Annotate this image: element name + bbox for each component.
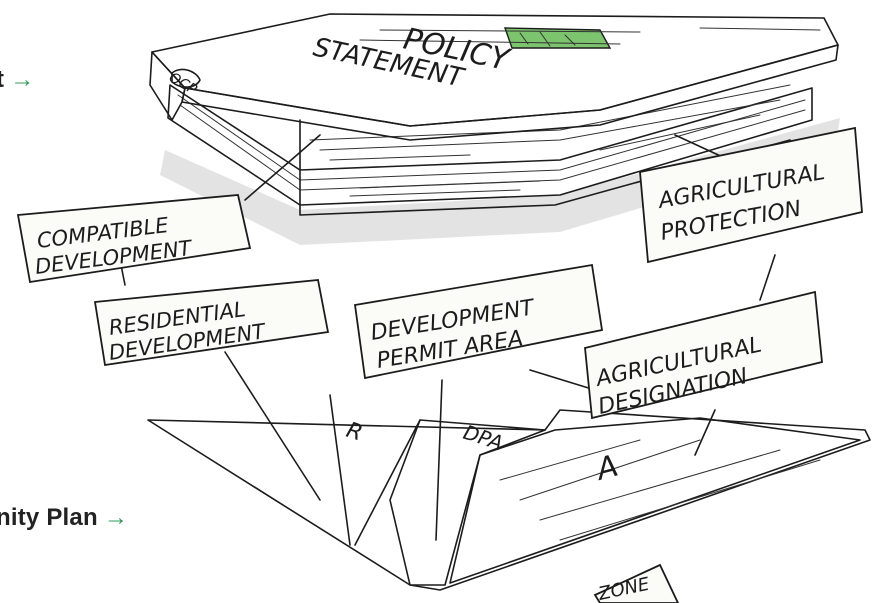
callout-agricultural-protection: AGRICULTURAL PROTECTION — [639, 126, 863, 264]
zone-dpa-label: DPA — [460, 420, 506, 455]
callout-compatible-development: COMPATIBLE DEVELOPMENT — [16, 194, 252, 284]
community-plan-link[interactable]: nity Plan→ — [0, 504, 128, 532]
zoning-bylaw-link-label: t — [0, 66, 4, 93]
right-arrow-icon: → — [103, 504, 129, 531]
zoning-bylaw-link[interactable]: t→ — [0, 66, 34, 94]
right-arrow-icon: → — [10, 66, 35, 93]
callout-agricultural-designation: AGRICULTURAL DESIGNATION — [584, 290, 823, 420]
callout-development-permit-area: DEVELOPMENT PERMIT AREA — [353, 263, 604, 380]
zone-a-label: A — [591, 449, 622, 489]
callout-residential-development: RESIDENTIAL DEVELOPMENT — [93, 279, 330, 367]
zone-r-label: R — [343, 418, 365, 447]
zoning-map-layer: R DPA A ZONE — [147, 394, 871, 603]
community-plan-link-label: nity Plan — [0, 504, 98, 531]
